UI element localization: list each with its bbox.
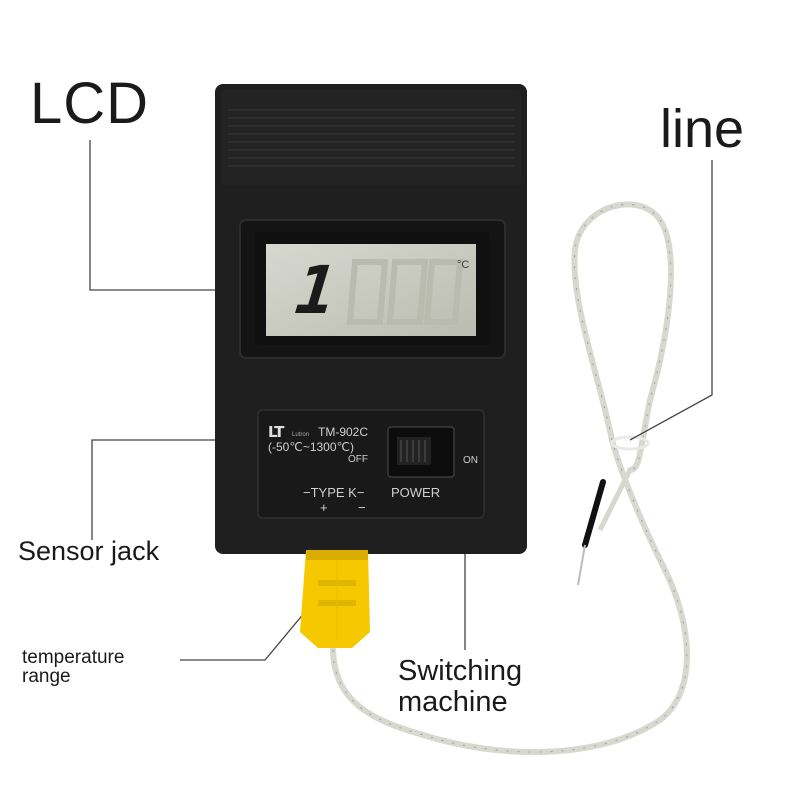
probe-tip: [577, 544, 586, 586]
callout-temperature-range-line1: temperature: [22, 647, 125, 668]
callout-sensor-jack: Sensor jack: [18, 536, 160, 566]
type-k-label: −TYPE K−: [303, 485, 365, 500]
grip-ridges: [228, 109, 515, 167]
line-leader-line: [629, 160, 713, 441]
polarity-plus: +: [320, 500, 328, 515]
callout-line: line: [660, 99, 745, 159]
polarity-minus: −: [358, 500, 366, 515]
probe-sleeve: [582, 479, 606, 548]
callout-switching-machine: Switching machine: [398, 656, 522, 718]
lcd-unit-celsius: °C: [457, 259, 470, 271]
measurement-range: (-50℃~1300℃): [268, 440, 354, 454]
callout-switching-line2: machine: [398, 686, 508, 718]
brand-logo: LT: [268, 423, 284, 441]
probe-wire-loop: [571, 201, 674, 473]
brand-name: Lutron: [292, 432, 310, 438]
thermocouple-plug: [300, 550, 370, 648]
callout-temperature-range: temperature range: [22, 648, 124, 686]
temp-leader-line: [180, 599, 316, 661]
switch-on-label: ON: [463, 455, 478, 466]
callout-switching-line1: Switching: [398, 655, 523, 687]
lcd-ghost-digits: [346, 259, 464, 325]
switch-off-label: OFF: [348, 454, 368, 465]
callout-temperature-range-line2: range: [22, 666, 71, 687]
power-label: POWER: [391, 485, 441, 500]
wire-tie: [610, 435, 650, 451]
lcd-reading: 1: [291, 252, 340, 329]
callout-lcd: LCD: [30, 71, 150, 136]
model-number: TM-902C: [318, 425, 369, 439]
